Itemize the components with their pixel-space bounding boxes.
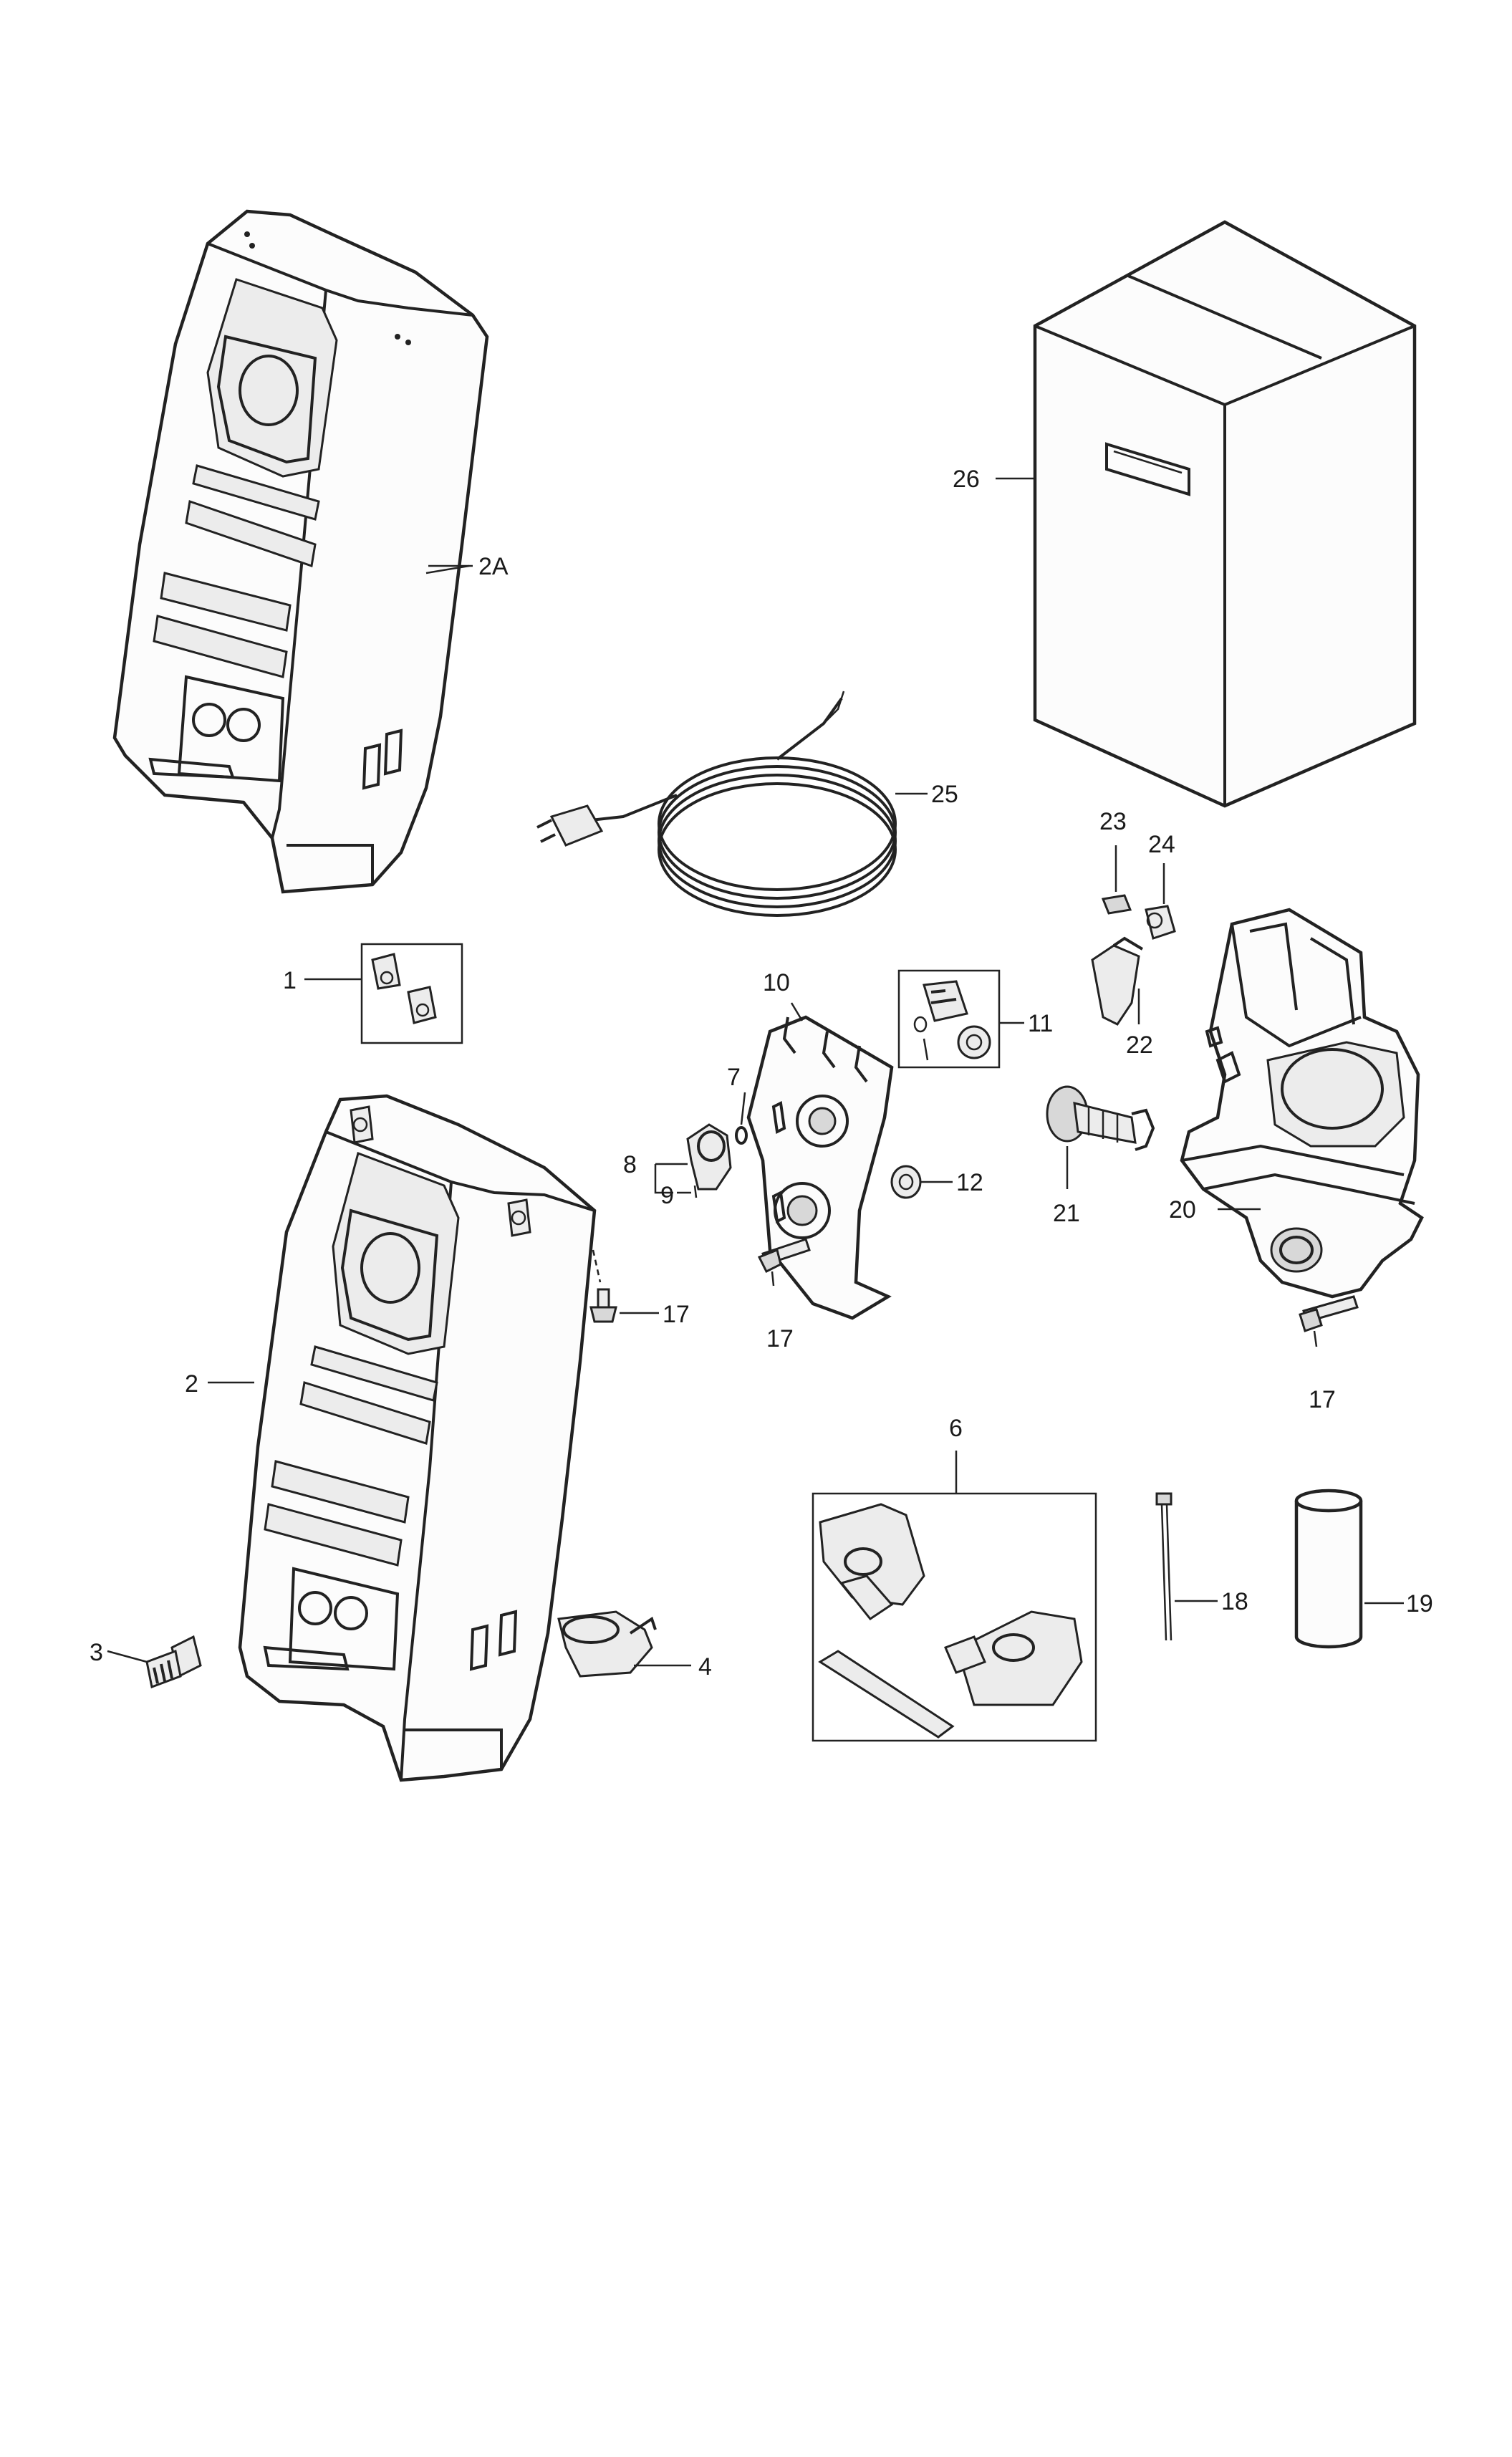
label-2: 2 <box>185 1370 198 1398</box>
part-10-switch-panel <box>746 1015 894 1320</box>
part-11-switch-kit <box>897 969 1001 1069</box>
label-17b: 17 <box>766 1325 794 1352</box>
part-3-connector <box>145 1635 202 1689</box>
label-24: 24 <box>1148 831 1175 858</box>
part-23-clip <box>1101 894 1132 915</box>
leader-7 <box>740 1092 746 1125</box>
label-2A: 2A <box>478 553 509 580</box>
part-6-kit <box>812 1492 1097 1742</box>
part-20-chassis <box>1180 908 1424 1299</box>
label-9: 9 <box>660 1182 674 1209</box>
label-21: 21 <box>1053 1200 1080 1227</box>
label-17c: 17 <box>1309 1386 1336 1413</box>
part-18-cable-tie <box>1155 1492 1172 1641</box>
part-8-knob <box>686 1123 748 1198</box>
leader-3 <box>107 1650 148 1663</box>
label-18: 18 <box>1221 1588 1248 1615</box>
part-1-clip-set <box>360 943 463 1044</box>
leader-10 <box>790 1002 804 1021</box>
part-24-microswitch <box>1145 905 1176 940</box>
part-22-lever <box>1091 936 1144 1026</box>
part-4-holder <box>557 1610 657 1678</box>
label-10: 10 <box>763 969 790 996</box>
part-19-cylinder <box>1294 1489 1363 1649</box>
label-25: 25 <box>931 781 958 808</box>
label-12: 12 <box>956 1169 983 1196</box>
label-20: 20 <box>1169 1196 1196 1223</box>
label-11: 11 <box>1028 1010 1053 1037</box>
part-12-washer <box>890 1165 922 1199</box>
label-23: 23 <box>1099 808 1127 835</box>
label-26: 26 <box>953 466 980 493</box>
label-3: 3 <box>90 1639 103 1666</box>
label-4: 4 <box>698 1653 712 1681</box>
label-19: 19 <box>1406 1590 1433 1617</box>
label-22: 22 <box>1126 1032 1153 1059</box>
label-17a: 17 <box>663 1301 690 1328</box>
part-2-housing <box>238 1094 597 1782</box>
part-17-screw-left <box>589 1249 617 1323</box>
part-26-box <box>1033 220 1417 808</box>
part-17-screw-right <box>1299 1295 1359 1347</box>
part-17-screw-middle <box>757 1238 811 1287</box>
leader-8 <box>654 1163 688 1194</box>
label-6: 6 <box>949 1415 963 1442</box>
part-21-pump-head <box>1046 1085 1155 1151</box>
part-25-power-cord <box>536 691 897 917</box>
label-8: 8 <box>623 1151 637 1178</box>
label-7: 7 <box>727 1064 741 1091</box>
part-2A-housing <box>112 209 489 894</box>
label-1: 1 <box>283 967 297 994</box>
